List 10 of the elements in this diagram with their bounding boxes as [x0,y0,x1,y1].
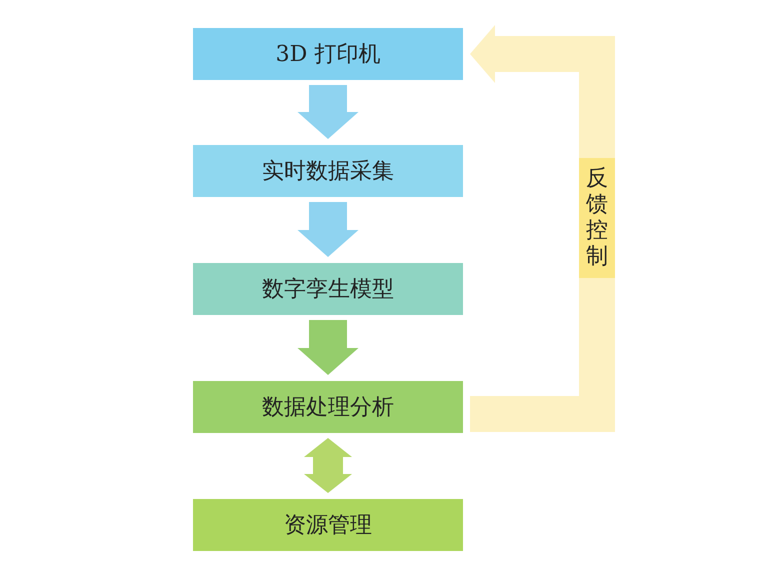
arrow [298,202,358,257]
process-box: 数字孪生模型 [193,263,463,315]
process-box: 实时数据采集 [193,145,463,197]
process-box: 3D 打印机 [193,28,463,80]
arrow [298,320,358,375]
double-arrow [304,438,352,493]
arrow [298,85,358,139]
process-box: 资源管理 [193,499,463,551]
process-box: 数据处理分析 [193,381,463,433]
edge-label: 反馈控制 [579,158,615,278]
